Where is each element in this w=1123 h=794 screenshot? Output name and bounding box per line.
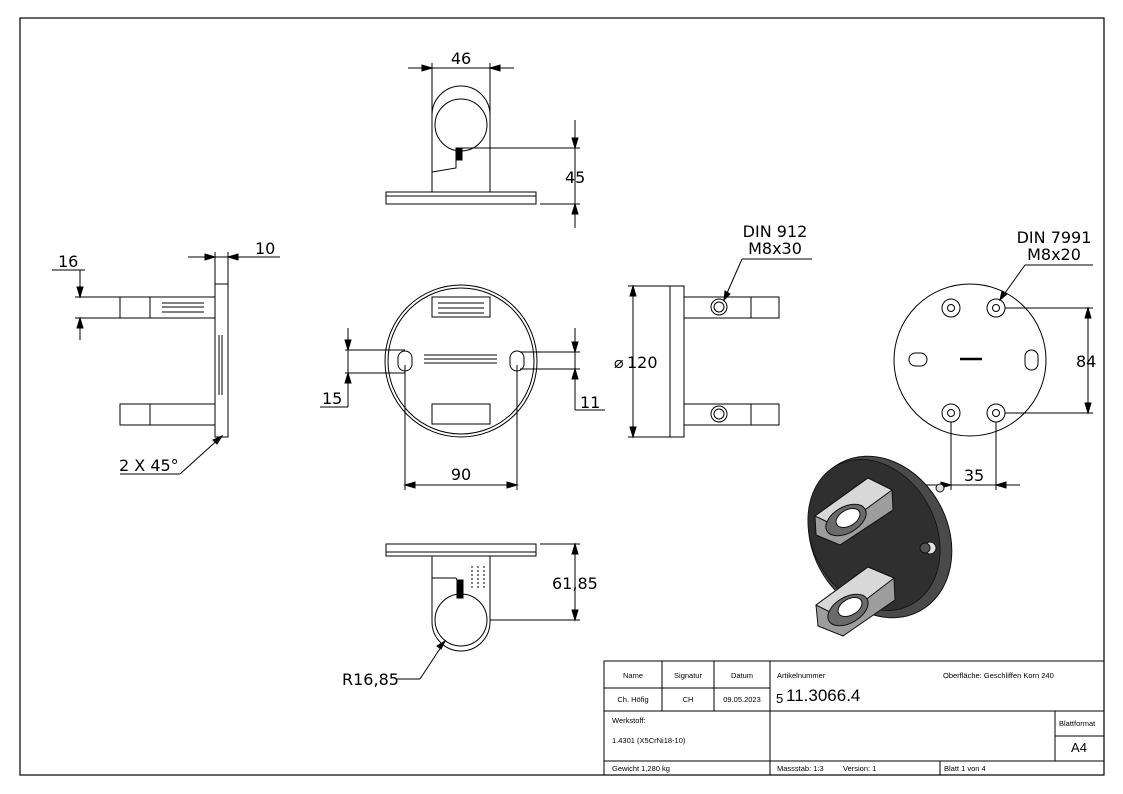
dim-slot-11: 11 — [580, 393, 600, 412]
dim-diameter: 120 — [627, 353, 658, 372]
tb-oberflaeche: Oberfläche: Geschliffen Korn 240 — [943, 671, 1054, 680]
tb-artikel-number: 11.3066.4 — [786, 686, 860, 705]
tb-blattformat-label: Blattformat — [1059, 719, 1096, 728]
back-view — [893, 264, 1093, 490]
dim-hole-spacing: 90 — [451, 465, 471, 484]
sheet-border — [19, 17, 1105, 776]
dim-slot-15: 15 — [322, 389, 342, 408]
tb-name: Ch. Höfig — [617, 695, 648, 704]
diameter-symbol: ⌀ — [614, 353, 624, 372]
dim-top-height: 45 — [565, 168, 585, 187]
dim-side-16: 16 — [58, 252, 78, 271]
tb-blatt: Blatt 1 von 4 — [944, 764, 986, 773]
tb-datum: 09.05.2023 — [723, 695, 761, 704]
tb-gewicht: Gewicht 1,280 kg — [612, 764, 670, 773]
tb-werkstoff: 1.4301 (X5CrNi18-10) — [612, 736, 686, 745]
drawing-geometry — [52, 63, 1093, 680]
isometric-view — [807, 455, 953, 637]
dim-radius: R16,85 — [342, 670, 399, 689]
dim-bottom-height: 61,85 — [552, 574, 598, 593]
right-side-view — [628, 258, 812, 439]
tb-header-name: Name — [623, 671, 643, 680]
front-view — [320, 284, 605, 490]
tb-artikel-prefix: 5 — [776, 691, 783, 706]
dim-chamfer: 2 X 45° — [119, 456, 179, 475]
title-block: Name Signatur Datum Ch. Höfig CH 09.05.2… — [603, 660, 1105, 776]
tb-header-datum: Datum — [731, 671, 753, 680]
dim-vert-84: 84 — [1076, 352, 1096, 371]
tb-header-signatur: Signatur — [674, 671, 702, 680]
left-side-view — [52, 252, 280, 475]
tb-signatur: CH — [683, 695, 694, 704]
screw-label-m8x30: M8x30 — [748, 239, 802, 258]
screw-label-m8x20: M8x20 — [1027, 245, 1081, 264]
bottom-view — [385, 542, 580, 680]
top-view — [385, 63, 580, 228]
screw-label-din912: DIN 912 — [743, 222, 808, 241]
tb-werkstoff-label: Werkstoff: — [612, 716, 645, 725]
tb-version: Version: 1 — [843, 764, 876, 773]
tb-blattformat: A4 — [1071, 740, 1087, 755]
dimension-labels: 46 45 16 10 2 X 45° 15 11 90 ⌀ 120 DIN 9… — [58, 49, 1096, 689]
tb-artikel-label: Artikelnummer — [777, 671, 826, 680]
dim-horiz-35: 35 — [964, 466, 984, 485]
tb-massstab: Massstab: 1:3 — [777, 764, 824, 773]
screw-label-din7991: DIN 7991 — [1017, 228, 1092, 247]
dim-top-width: 46 — [451, 49, 471, 68]
dim-side-10: 10 — [255, 239, 275, 258]
